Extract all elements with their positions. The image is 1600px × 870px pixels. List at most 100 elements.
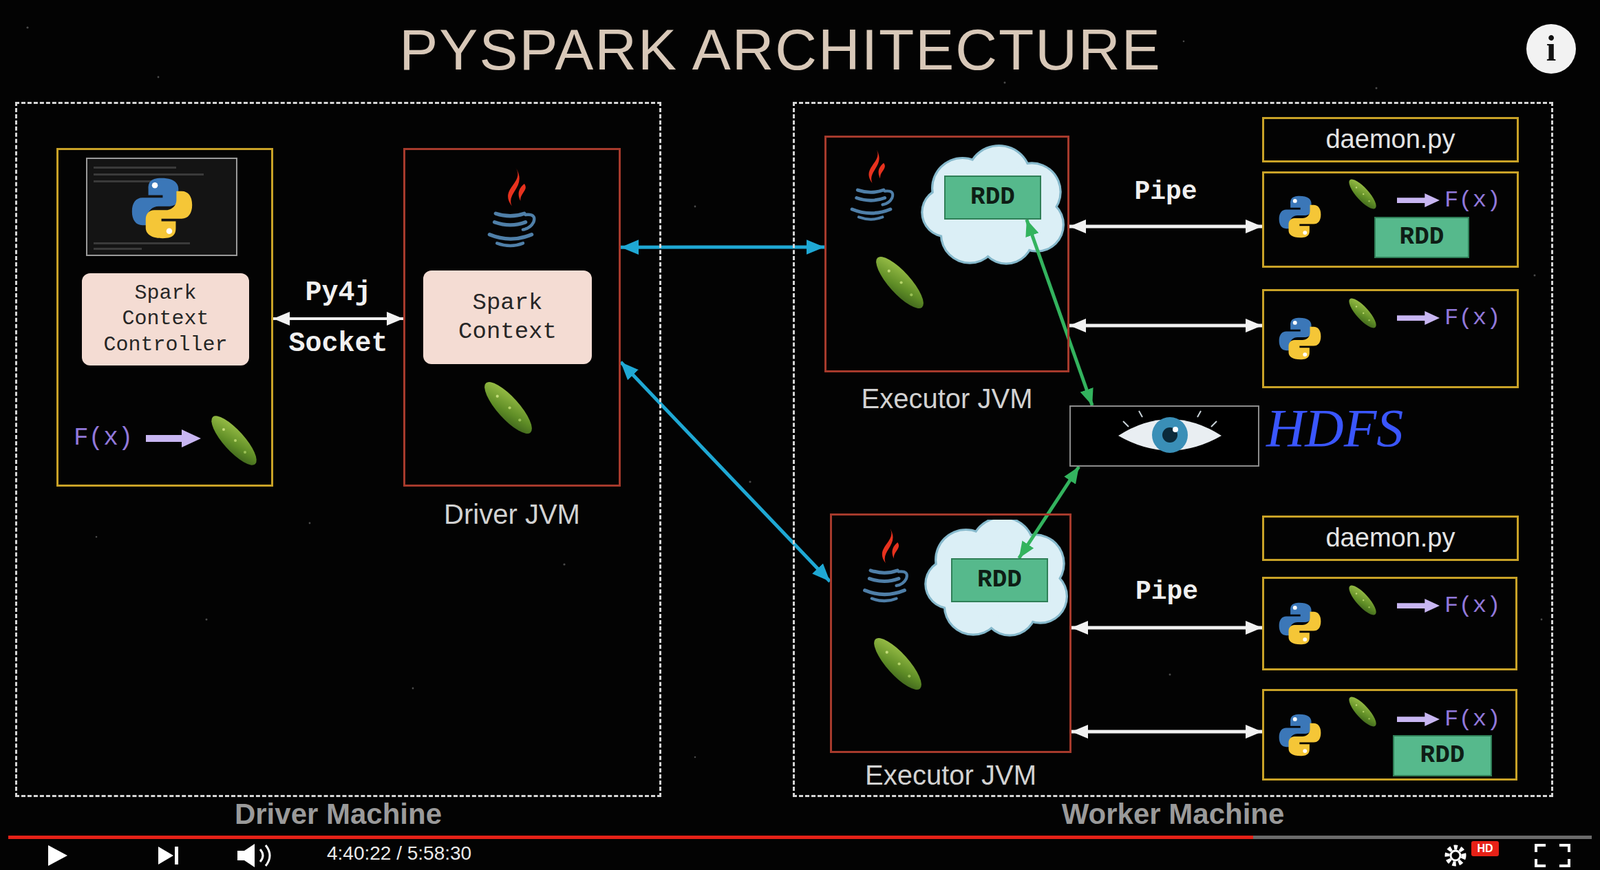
volume-icon	[260, 845, 270, 866]
fullscreen-icon	[1536, 845, 1570, 866]
star	[1004, 81, 1007, 84]
box-heading: Worker Machine	[1061, 798, 1285, 830]
python-logo	[1279, 196, 1322, 239]
connector-label: Py4j Socket	[280, 267, 398, 370]
settings-icon	[1450, 850, 1461, 861]
eye-ground	[1069, 405, 1260, 467]
star	[1182, 40, 1186, 43]
function-arrow	[1396, 193, 1440, 208]
terminal-lines	[93, 166, 204, 250]
volume-icon	[237, 843, 255, 868]
connector-arrow	[1069, 224, 1263, 228]
jvm-box: Executor JVMRDD	[824, 135, 1070, 373]
python-logo	[1279, 714, 1322, 757]
machine-region: Driver MachineF(x)Spark Context Controll…	[15, 101, 662, 797]
box-label: F(x)	[1444, 187, 1501, 215]
pickle	[477, 375, 539, 440]
pickle	[869, 250, 930, 315]
connector-arrow	[1069, 323, 1263, 327]
box-heading: Executor JVM	[861, 382, 1033, 415]
play-icon	[48, 845, 68, 866]
star	[748, 480, 751, 483]
java-logo	[865, 527, 908, 601]
daemon-box: daemon.py	[1262, 515, 1519, 561]
rdd-cloud	[924, 516, 1069, 637]
eye-glint	[1172, 426, 1179, 433]
stars	[26, 26, 1543, 758]
next-icon	[158, 846, 174, 865]
function-arrow	[1396, 598, 1440, 613]
rdd-box: RDD	[951, 558, 1049, 603]
daemon-box: daemon.py	[1262, 116, 1519, 163]
progress-played	[8, 835, 1254, 839]
pickle	[867, 631, 928, 696]
pickle	[1345, 581, 1380, 618]
box-label: F(x)	[73, 423, 133, 453]
star	[562, 562, 565, 565]
function-arrow	[145, 429, 201, 448]
connector-label: Pipe	[1134, 177, 1197, 207]
box-label: daemon.py	[1325, 124, 1455, 155]
info-icon-letter: i	[1526, 24, 1576, 74]
box-label: Spark Context	[428, 288, 587, 347]
box-label: Spark Context Controller	[87, 280, 244, 359]
connector-arrow	[1071, 625, 1263, 629]
python-worker: F(x)RDD	[1262, 171, 1519, 268]
python-logo	[132, 178, 192, 239]
context-box: Spark Context Controller	[81, 273, 250, 366]
connector-arrow	[1026, 219, 1093, 406]
progress-remaining	[1253, 835, 1592, 839]
star	[412, 687, 415, 690]
python-process: F(x) Spark Context Controller	[56, 147, 274, 487]
star	[26, 26, 29, 29]
star	[1540, 618, 1543, 621]
python-worker: F(x) RDD	[1262, 688, 1518, 781]
box-heading: Driver JVM	[443, 498, 581, 530]
rdd-cloud	[920, 144, 1065, 265]
star	[1375, 87, 1378, 90]
star	[308, 522, 312, 525]
connector-arrow	[273, 317, 404, 320]
box-label: F(x)	[1444, 592, 1501, 620]
python-worker: F(x)	[1262, 289, 1519, 389]
box-label: F(x)	[1444, 706, 1501, 733]
box-heading: Driver Machine	[234, 798, 442, 830]
jvm-box: Executor JVMRDD	[829, 513, 1072, 753]
box-heading: Executor JVM	[865, 759, 1037, 791]
terminal-screenshot	[86, 158, 237, 256]
rdd-box: RDD	[944, 175, 1042, 220]
connector-arrow	[1071, 729, 1263, 733]
star	[95, 536, 98, 539]
pickle	[1345, 175, 1380, 212]
connector-label: Pipe	[1135, 577, 1199, 607]
box-label: F(x)	[1444, 304, 1501, 332]
box-label: RDD	[970, 183, 1016, 212]
star	[694, 756, 697, 759]
eye-pupil	[1162, 427, 1178, 443]
python-logo	[1279, 602, 1322, 645]
java-logo	[851, 147, 893, 219]
pickle	[1345, 294, 1380, 332]
connector-arrow	[620, 361, 830, 582]
pickle	[205, 410, 263, 471]
eye-iris	[1152, 417, 1188, 453]
video-time: 4:40:22 / 5:58:30	[326, 843, 472, 865]
storage-box: HDFS	[1069, 405, 1260, 467]
pickle	[1345, 692, 1380, 730]
rdd-box: RDD	[1392, 734, 1492, 777]
python-worker: F(x)	[1262, 576, 1518, 671]
java-logo	[489, 167, 535, 246]
function-arrow	[1396, 311, 1440, 325]
box-label: RDD	[1420, 741, 1466, 770]
star	[157, 76, 160, 79]
box-label: HDFS	[1266, 398, 1404, 458]
context-box: Spark Context	[423, 270, 592, 365]
eye-lashes	[1123, 410, 1217, 427]
function-arrow	[1396, 712, 1440, 727]
star	[694, 205, 697, 208]
box-label: RDD	[977, 566, 1022, 594]
star	[1169, 673, 1172, 676]
python-logo	[1279, 317, 1322, 360]
diagram-title: PYSPARK ARCHITECTURE	[399, 17, 1161, 82]
